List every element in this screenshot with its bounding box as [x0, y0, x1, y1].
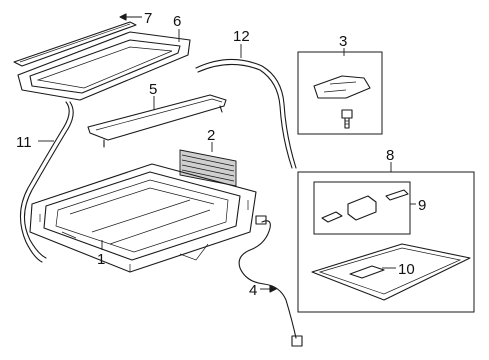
wind-deflector-part — [87, 94, 227, 148]
drain-hose-left-part — [19, 101, 74, 263]
callout-1: 1 — [97, 240, 105, 268]
svg-text:1: 1 — [97, 251, 105, 268]
callout-3: 3 — [339, 33, 347, 56]
part-9-box — [313, 181, 411, 235]
sunroof-frame-part — [29, 163, 257, 273]
part-8-box — [297, 171, 475, 313]
svg-text:5: 5 — [149, 81, 157, 98]
svg-text:2: 2 — [207, 127, 215, 144]
callout-4: 4 — [249, 282, 277, 299]
callout-7: 7 — [119, 10, 152, 27]
weatherstrip-seal-part — [13, 21, 137, 67]
callout-2: 2 — [207, 127, 215, 152]
callout-12: 12 — [233, 28, 250, 58]
callout-5: 5 — [149, 81, 157, 110]
callout-10: 10 — [382, 261, 415, 278]
svg-text:10: 10 — [398, 261, 415, 278]
callout-9: 9 — [410, 197, 426, 214]
svg-text:12: 12 — [233, 28, 250, 45]
callout-11: 11 — [16, 134, 54, 151]
svg-text:4: 4 — [249, 282, 257, 299]
drain-hose-right-part — [195, 58, 297, 169]
part-3-box — [297, 51, 383, 135]
svg-text:11: 11 — [16, 134, 32, 151]
callout-6: 6 — [173, 13, 181, 42]
filter-grille-part — [179, 149, 237, 187]
bracket-part — [313, 75, 371, 99]
motor-cable-part — [238, 215, 303, 347]
svg-text:9: 9 — [418, 197, 426, 214]
svg-text:8: 8 — [386, 147, 394, 164]
callout-8: 8 — [386, 147, 394, 172]
svg-text:3: 3 — [339, 33, 347, 50]
glass-panel-part — [17, 31, 191, 101]
bolt-part — [341, 109, 353, 129]
sunshade-part — [311, 243, 471, 301]
svg-text:7: 7 — [144, 10, 152, 27]
svg-text:6: 6 — [173, 13, 181, 30]
